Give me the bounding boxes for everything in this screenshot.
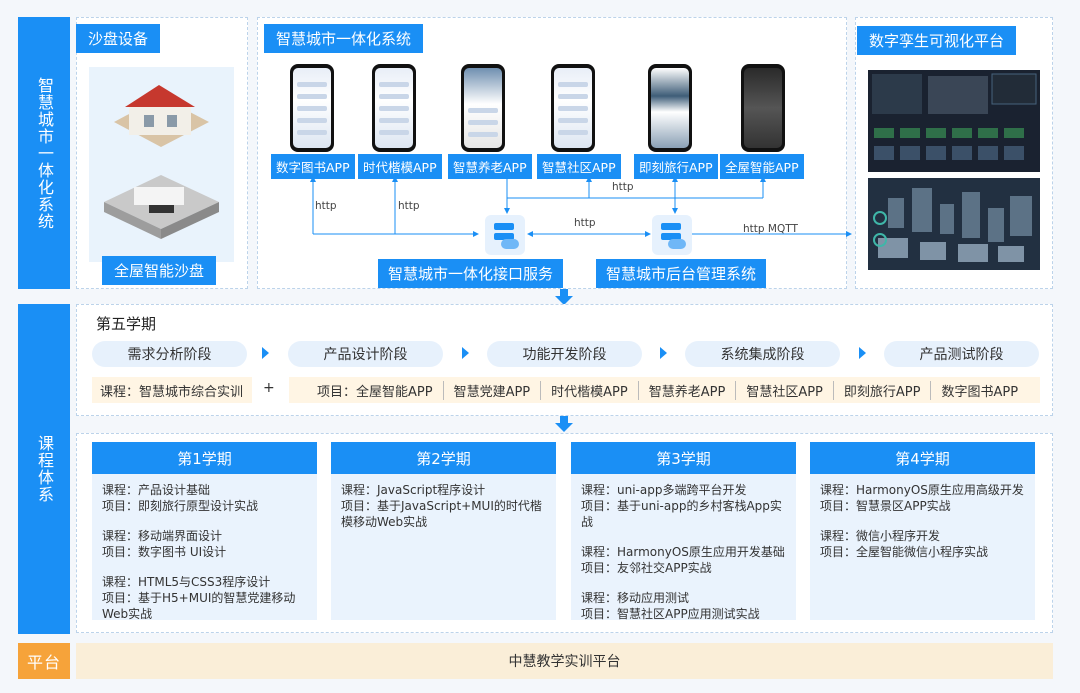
semester-title: 第1学期 [92,442,317,474]
semester-card-4: 第4学期 课程：HarmonyOS原生应用高级开发 项目：智慧景区APP实战 课… [810,442,1035,620]
project-line: 项目：基于H5+MUI的智慧党建移动Web实战 [102,590,307,622]
interface-service-label: 智慧城市一体化接口服务 [378,259,563,288]
project-line: 项目：基于uni-app的乡村客栈App实战 [581,498,786,530]
project-line: 项目：智慧社区APP应用测试实战 [581,606,786,622]
phase-integration: 系统集成阶段 [685,341,840,367]
course-line: 课程：产品设计基础 [102,482,307,498]
course-line: 课程：移动端界面设计 [102,528,307,544]
server-icon [652,215,692,255]
phase-testing: 产品测试阶段 [884,341,1039,367]
course-line: 课程：JavaScript程序设计 [341,482,546,498]
connector-lines [257,170,857,250]
course-line: 课程：HarmonyOS原生应用开发基础 [581,544,786,560]
project-line: 项目：数字图书 UI设计 [102,544,307,560]
down-arrow-icon [555,423,573,432]
sandbox-image [89,67,234,262]
phone-digital-library [290,64,334,152]
side-label-curriculum: 课程体系 [18,304,70,634]
label-http-4: http [574,217,596,229]
semester-card-1: 第1学期 课程：产品设计基础 项目：即刻旅行原型设计实战 课程：移动端界面设计 … [92,442,317,620]
semester5-projects: 项目：全屋智能APP 智慧党建APP 时代楷模APP 智慧养老APP 智慧社区A… [289,377,1040,403]
system-title: 智慧城市一体化系统 [264,24,423,53]
phone-travel [648,64,692,152]
twin-title: 数字孪生可视化平台 [857,26,1016,55]
label-http-mqtt: http MQTT [743,223,798,235]
platform-bar: 中慧教学实训平台 [76,643,1053,679]
label-http-2: http [398,200,420,212]
project-line: 项目：即刻旅行原型设计实战 [102,498,307,514]
course-line: 课程：微信小程序开发 [820,528,1025,544]
course-line: 课程：uni-app多端跨平台开发 [581,482,786,498]
project-line: 项目：智慧景区APP实战 [820,498,1025,514]
arrow-right-icon [462,347,469,359]
semester-title: 第4学期 [810,442,1035,474]
project-line: 项目：基于JavaScript+MUI的时代楷模移动Web实战 [341,498,546,530]
course-line: 课程：HarmonyOS原生应用高级开发 [820,482,1025,498]
label-http-1: http [315,200,337,212]
project-item: 时代楷模APP [540,381,638,400]
backend-system-label: 智慧城市后台管理系统 [596,259,766,288]
semester-card-2: 第2学期 课程：JavaScript程序设计 项目：基于JavaScript+M… [331,442,556,620]
side-label-platform: 平台 [18,643,70,679]
phase-design: 产品设计阶段 [288,341,443,367]
phone-elderly-care [461,64,505,152]
arrow-right-icon [262,347,269,359]
project-item: 智慧党建APP [443,381,541,400]
semester-title: 第3学期 [571,442,796,474]
phone-era-model [372,64,416,152]
semester5-course: 课程：智慧城市综合实训 [92,377,252,403]
project-item: 即刻旅行APP [833,381,931,400]
semester5-title: 第五学期 [96,313,156,334]
phase-requirements: 需求分析阶段 [92,341,247,367]
twin-dashboard-image [868,70,1040,172]
project-item: 项目：全屋智能APP [289,381,443,400]
phase-development: 功能开发阶段 [487,341,642,367]
twin-city-image [868,178,1040,270]
semester-title: 第2学期 [331,442,556,474]
semester-card-3: 第3学期 课程：uni-app多端跨平台开发 项目：基于uni-app的乡村客栈… [571,442,796,620]
project-item: 数字图书APP [930,381,1018,400]
label-http-3: http [612,181,634,193]
arrow-right-icon [660,347,667,359]
phone-smart-home [741,64,785,152]
sandbox-caption: 全屋智能沙盘 [102,256,216,285]
project-line: 项目：全屋智能微信小程序实战 [820,544,1025,560]
arrow-right-icon [859,347,866,359]
course-line: 课程：HTML5与CSS3程序设计 [102,574,307,590]
plus-sign: + [263,380,275,396]
project-line: 项目：友邻社交APP实战 [581,560,786,576]
course-line: 课程：移动应用测试 [581,590,786,606]
phone-community [551,64,595,152]
project-item: 智慧社区APP [735,381,833,400]
project-item: 智慧养老APP [638,381,736,400]
server-icon [485,215,525,255]
side-label-system: 智慧城市一体化系统 [18,17,70,289]
sandbox-title: 沙盘设备 [76,24,160,53]
